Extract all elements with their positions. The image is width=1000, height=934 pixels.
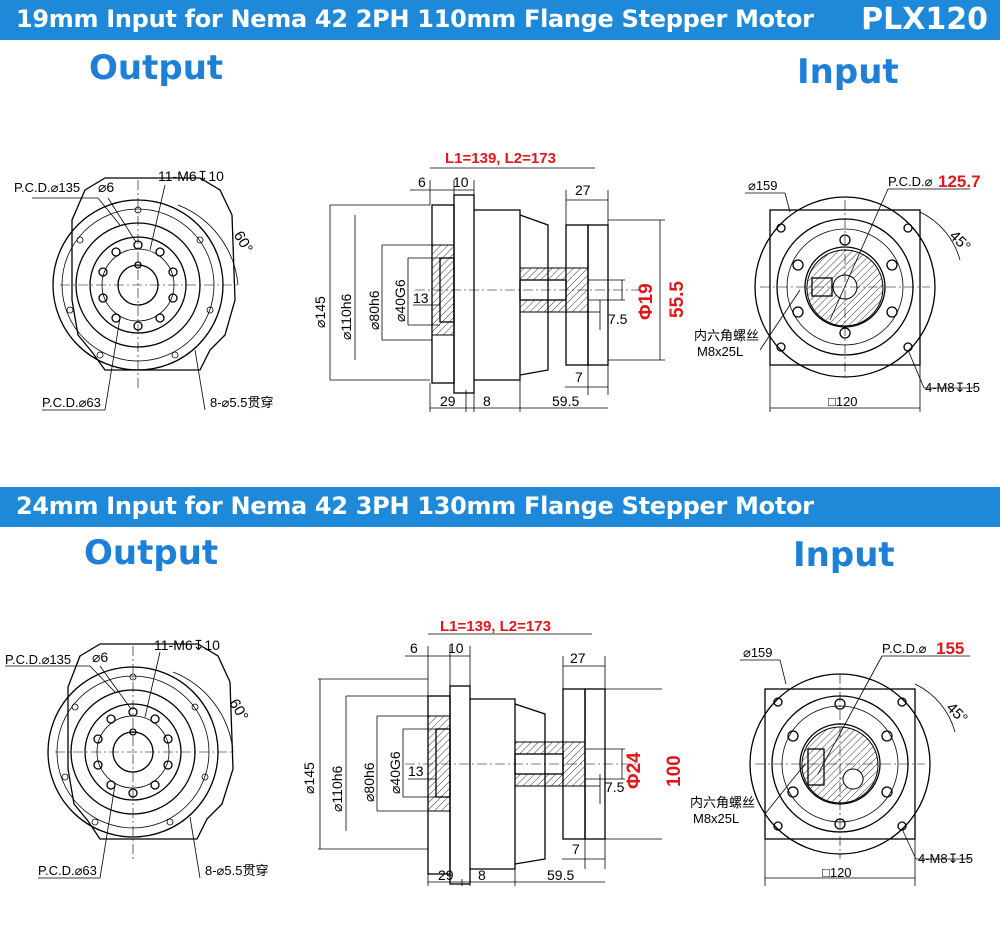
dim-7-5: 7.5 xyxy=(608,311,628,327)
input-end-view: ⌀159 P.C.D.⌀ 155 45° 内六角螺丝 M8x25L 4-M8↧1… xyxy=(690,639,973,886)
angle-label: 45° xyxy=(946,227,974,255)
dim-6: 6 xyxy=(410,640,418,656)
dim-59-5: 59.5 xyxy=(552,393,579,409)
pcd-label: P.C.D.⌀ xyxy=(888,174,933,189)
angle-label: 60° xyxy=(225,696,251,724)
dim-8: 8 xyxy=(483,393,491,409)
dim-6: 6 xyxy=(418,174,426,190)
input-label: Input xyxy=(793,535,895,575)
dim-29: 29 xyxy=(440,393,456,409)
dim-10: 10 xyxy=(448,640,464,656)
depth-value: 100 xyxy=(664,755,685,787)
dim-110: ⌀110h6 xyxy=(338,293,354,340)
shaft-diameter: Φ19 xyxy=(636,283,657,320)
screw-cn-label: 内六角螺丝 xyxy=(694,328,759,343)
screw-label: M8x25L xyxy=(697,344,743,359)
dim-13: 13 xyxy=(413,290,429,306)
pcd63-label: P.C.D.⌀63 xyxy=(42,395,101,410)
section2-banner: 24mm Input for Nema 42 3PH 130mm Flange … xyxy=(0,487,1000,527)
lengths-label: L1=139, L2=173 xyxy=(445,150,556,167)
pcd-value: 155 xyxy=(936,639,964,658)
output-end-view: P.C.D.⌀135 ⌀6 11-M6↧10 60° P.C.D.⌀63 8-⌀… xyxy=(14,168,273,411)
section2-title: 24mm Input for Nema 42 3PH 130mm Flange … xyxy=(16,492,814,520)
dim-7-5: 7.5 xyxy=(605,779,625,795)
input-label: Input xyxy=(797,52,899,92)
input-end-view: ⌀159 P.C.D.⌀ 125.7 45° 内六角螺丝 M8x25L 4-M8… xyxy=(694,172,981,412)
section1-drawings: P.C.D.⌀135 ⌀6 11-M6↧10 60° P.C.D.⌀63 8-⌀… xyxy=(14,150,981,412)
side-section-view: L1=139, L2=173 6 10 27 ⌀145 ⌀110h6 ⌀80h6… xyxy=(312,150,688,412)
tap-label: 11-M6↧10 xyxy=(158,168,224,184)
tap-label: 11-M6↧10 xyxy=(154,637,220,653)
model-code: PLX120 xyxy=(861,2,988,37)
dim-8: 8 xyxy=(478,867,486,883)
depth-value: 55.5 xyxy=(667,281,688,318)
dim-13: 13 xyxy=(408,763,424,779)
dim-29: 29 xyxy=(438,867,454,883)
tap-label: 4-M8↧15 xyxy=(925,380,980,395)
output-label: Output xyxy=(84,533,219,573)
dim-7: 7 xyxy=(575,369,583,385)
dim-10: 10 xyxy=(453,174,469,190)
dim-145: ⌀145 xyxy=(301,762,317,794)
pcd135-label: P.C.D.⌀135 xyxy=(14,180,80,195)
dim-80: ⌀80h6 xyxy=(366,290,382,330)
output-label: Output xyxy=(89,48,224,88)
holes8-label: 8-⌀5.5贯穿 xyxy=(210,395,273,410)
dim-27: 27 xyxy=(570,650,586,666)
shaft-diameter: Φ24 xyxy=(624,752,645,789)
dim-40: ⌀40G6 xyxy=(392,279,408,322)
dim-110: ⌀110h6 xyxy=(329,765,345,812)
section2-drawings: P.C.D.⌀135 ⌀6 11-M6↧10 60° P.C.D.⌀63 8-⌀… xyxy=(5,618,973,886)
header-title: 19mm Input for Nema 42 2PH 110mm Flange … xyxy=(16,5,814,33)
dim-27: 27 xyxy=(575,182,591,198)
dim-7: 7 xyxy=(572,841,580,857)
dim-40: ⌀40G6 xyxy=(387,751,403,794)
lengths-label: L1=139, L2=173 xyxy=(440,618,551,635)
screw-cn-label: 内六角螺丝 xyxy=(690,795,755,810)
screw-label: M8x25L xyxy=(693,811,739,826)
dim-80: ⌀80h6 xyxy=(361,762,377,802)
pcd-label: P.C.D.⌀ xyxy=(882,641,927,656)
side-section-view: L1=139, L2=173 6 10 27 ⌀145 ⌀110h6 ⌀80h6… xyxy=(301,618,685,886)
square-label: □120 xyxy=(828,394,858,409)
hole6-label: ⌀6 xyxy=(98,179,114,195)
square-label: □120 xyxy=(822,865,852,880)
dim-145: ⌀145 xyxy=(312,296,328,328)
holes8-label: 8-⌀5.5贯穿 xyxy=(205,863,268,878)
d159-label: ⌀159 xyxy=(743,645,773,660)
header-banner: 19mm Input for Nema 42 2PH 110mm Flange … xyxy=(0,0,1000,40)
dim-59-5: 59.5 xyxy=(547,867,574,883)
pcd63-label: P.C.D.⌀63 xyxy=(38,863,97,878)
angle-label: 45° xyxy=(943,699,971,727)
output-end-view: P.C.D.⌀135 ⌀6 11-M6↧10 60° P.C.D.⌀63 8-⌀… xyxy=(5,637,268,879)
pcd135-label: P.C.D.⌀135 xyxy=(5,652,71,667)
pcd-value: 125.7 xyxy=(938,172,981,191)
hole6-label: ⌀6 xyxy=(92,649,108,665)
tap-label: 4-M8↧15 xyxy=(918,851,973,866)
d159-label: ⌀159 xyxy=(748,178,778,193)
